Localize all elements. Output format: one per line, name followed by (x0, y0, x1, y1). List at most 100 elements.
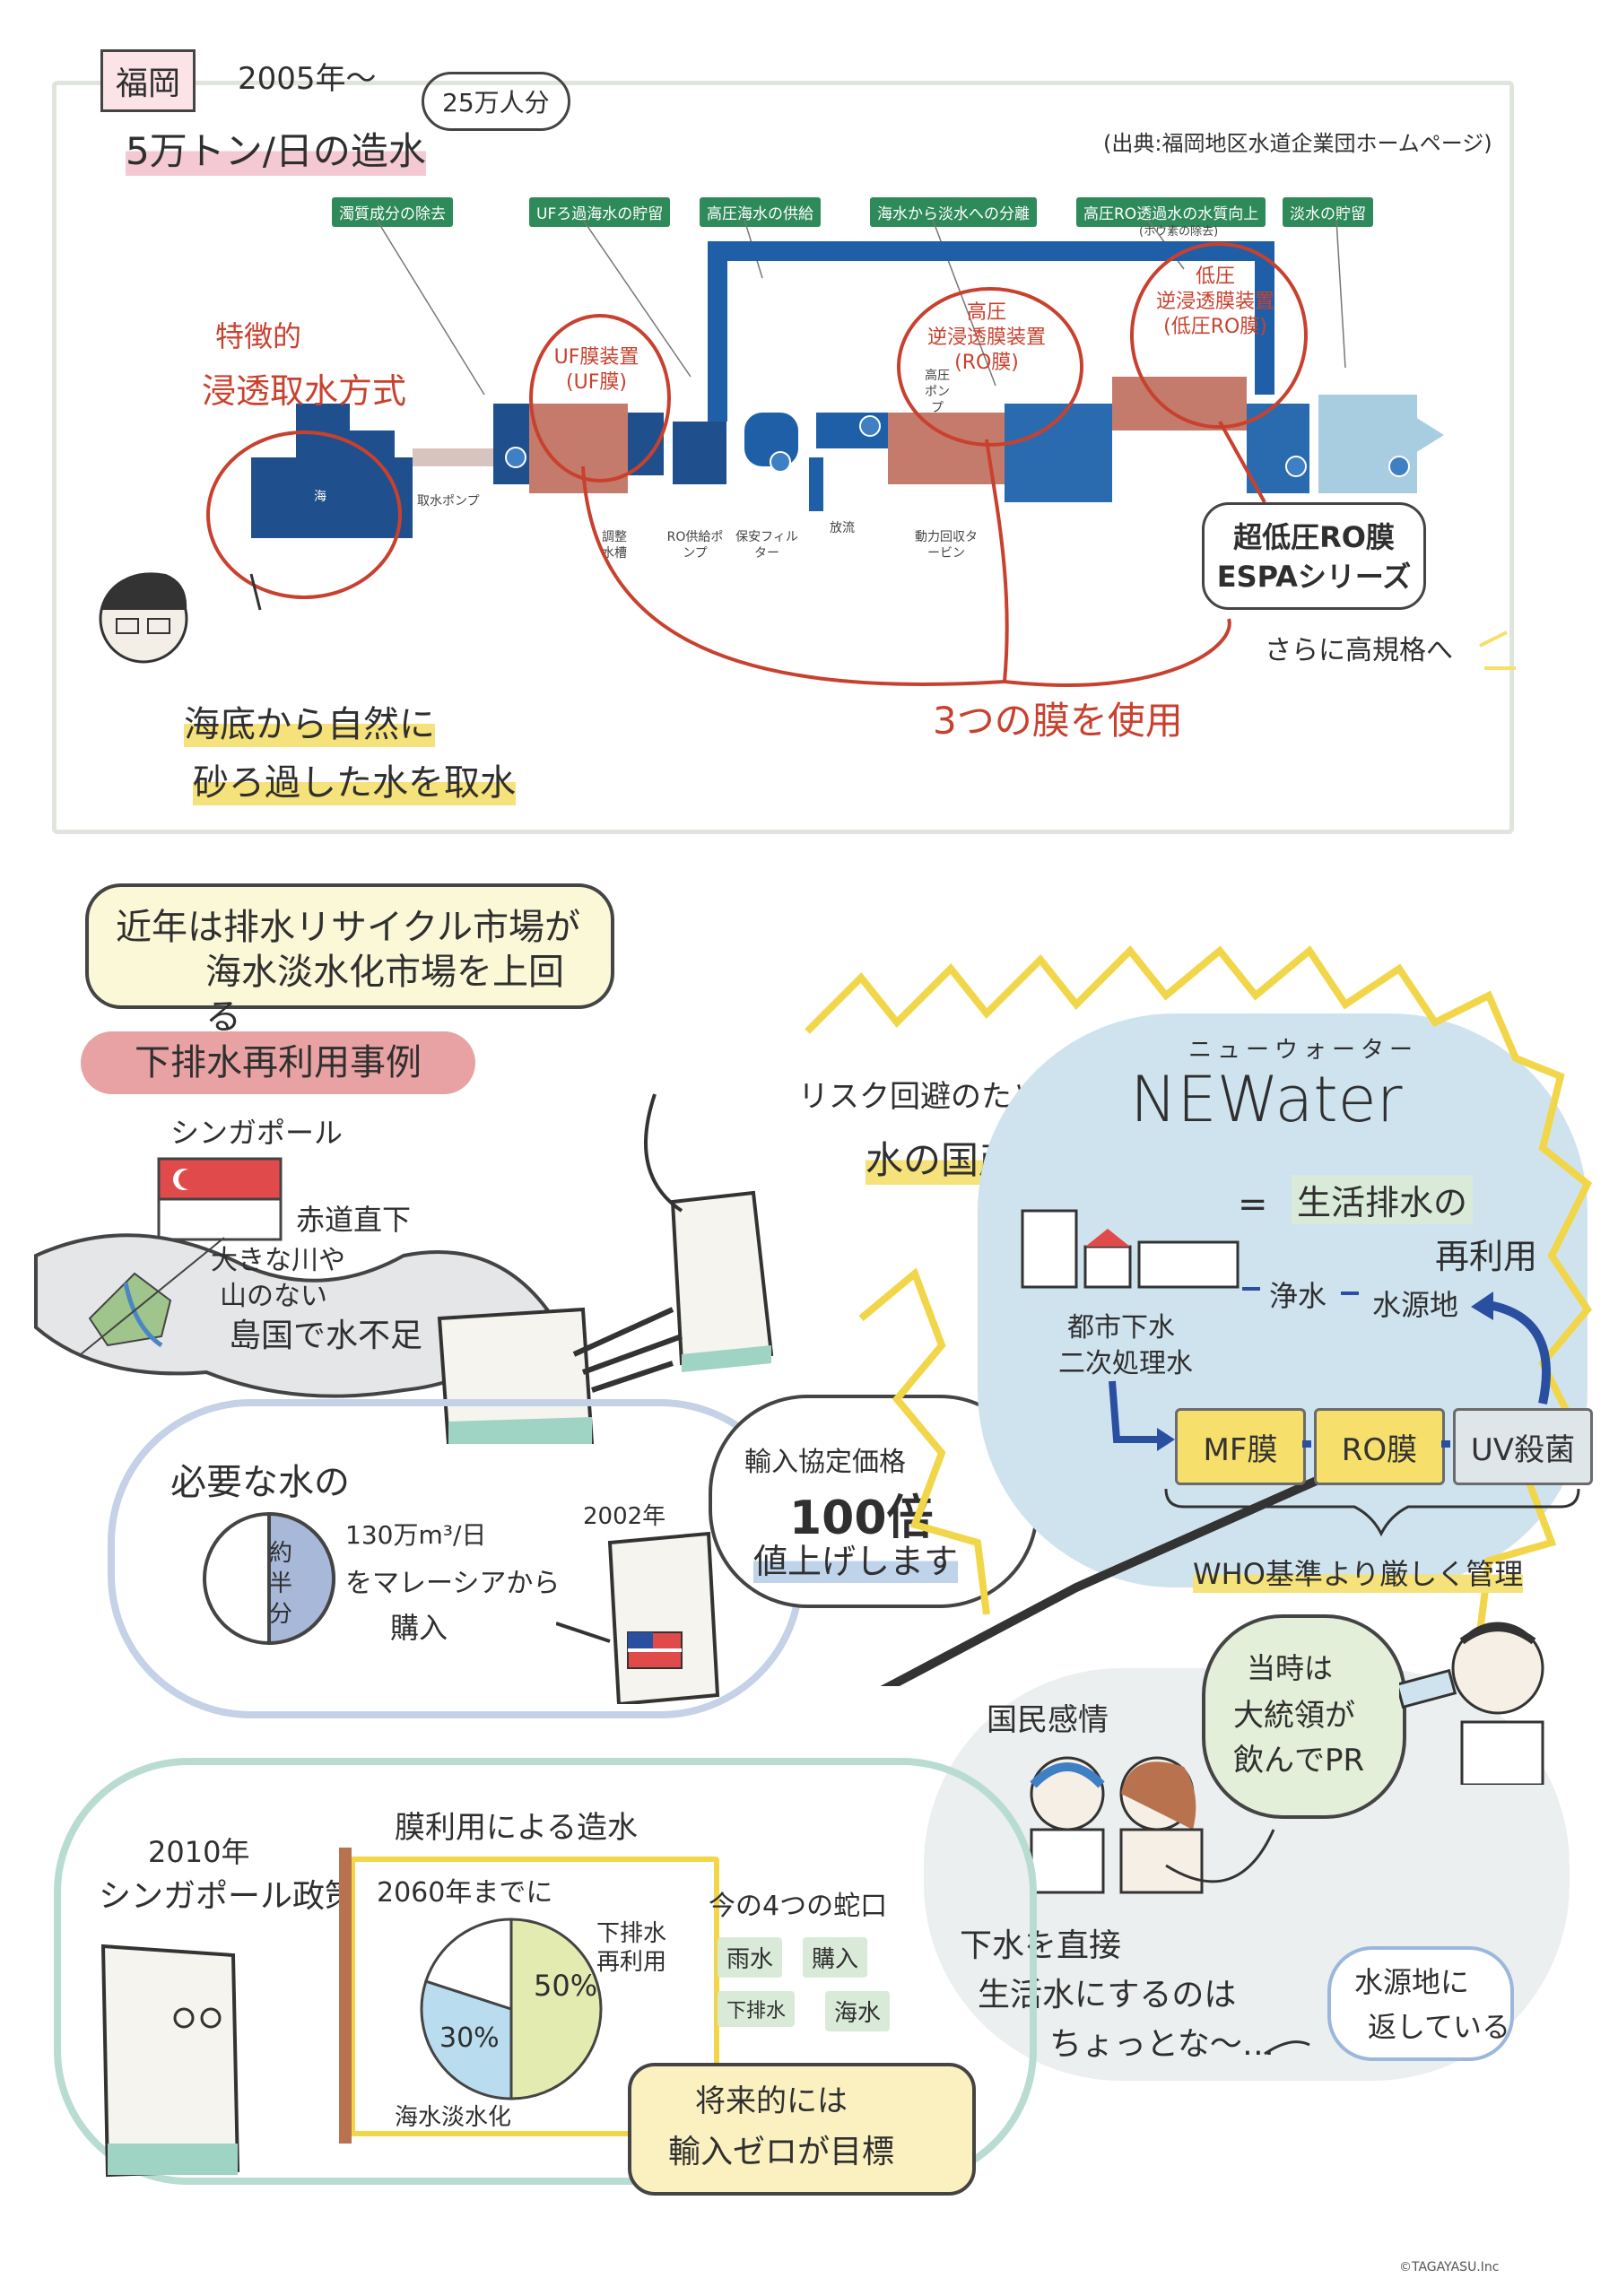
pie-slice-1 (420, 1979, 513, 2100)
source-note: (出典:福岡地区水道企業団ホームページ) (1103, 131, 1492, 156)
need-pie-chart (203, 1511, 335, 1646)
fukuoka-frame (52, 81, 1514, 834)
goal-line-1: 将来的には (695, 2083, 848, 2119)
reuse-line-1: 生活排水の (1292, 1175, 1474, 1224)
city-icon (1021, 1209, 1240, 1289)
ro-high-line: (RO膜) (954, 352, 1019, 374)
amount-label: 130万m³/日 (345, 1520, 487, 1550)
diagram-header: 高圧海水の供給 (700, 197, 821, 227)
pr-line-2: 大統領が (1233, 1698, 1355, 1734)
citizens-illustration (1030, 1756, 1204, 1894)
eq-sign: = (1238, 1184, 1268, 1225)
year-2002-label: 2002年 (583, 1503, 666, 1530)
higher-spec-label: さらに高規格へ (1265, 635, 1453, 666)
seabed-line-2: 砂ろ過した水を取水 (193, 753, 516, 805)
pie-slice-0 (509, 1918, 603, 2100)
espa-bubble: 超低圧RO膜 ESPAシリーズ (1202, 502, 1426, 610)
singapore-flag-icon (157, 1157, 283, 1241)
desc-line-3: 島国で水不足 (229, 1318, 423, 1354)
pie-half-label: 約半分 (269, 1540, 293, 1628)
part-label: 放流 (830, 521, 855, 535)
ro-high-callout (897, 287, 1083, 447)
diagram-header: 淡水の貯留 (1283, 197, 1373, 227)
reuse-line-2: 再利用 (1435, 1237, 1538, 1276)
newater-flow-arrows (1109, 1287, 1580, 1537)
diagram-header: 高圧RO透過水の水質向上 (1076, 197, 1266, 227)
concern-line-1: 下水を直接 (960, 1927, 1122, 1964)
newater-burst (805, 945, 1593, 1686)
returned-line-2: 返している (1368, 2010, 1511, 2044)
pr-cloud (1202, 1614, 1406, 1819)
ro-low-label: 低圧 逆浸透膜装置 (低圧RO膜) (1139, 265, 1292, 340)
ro-high-line: 逆浸透膜装置 (926, 326, 1046, 349)
ro-high-line: 高圧 (966, 301, 1006, 324)
returned-line-1: 水源地に (1354, 1965, 1470, 1999)
concern-line-3: ちょっとな〜… (1049, 2026, 1274, 2063)
part-label: 動力回収タービン (915, 530, 978, 561)
fukuoka-annotations (99, 421, 1516, 687)
price-line-1: 輸入協定価格 (744, 1447, 906, 1478)
copyright: ©TAGAYASU.Inc (1399, 2260, 1500, 2274)
water-source-label: 水源地 (1372, 1288, 1459, 1322)
tap-item: 雨水 (718, 1937, 783, 1978)
goal-line-2: 輸入ゼロが目標 (668, 2134, 895, 2170)
ro-low-line: 低圧 (1195, 265, 1235, 288)
returned-bubble (1327, 1946, 1514, 2061)
uf-label-line: UF膜装置 (553, 346, 639, 369)
newater-title: NEWater (1130, 1063, 1403, 1136)
sewage-line-1: 都市下水 (1067, 1312, 1175, 1344)
who-label: WHO基準より厳しく管理 (1193, 1552, 1524, 1593)
market-bubble: 近年は排水リサイクル市場が 海水淡水化市場を上回る (85, 883, 614, 1038)
uf-callout (529, 314, 671, 483)
policy-name: シンガポール政策 (99, 1878, 358, 1915)
feature-label-1: 特徴的 (215, 319, 302, 353)
part-label: 保安フィルター (735, 530, 798, 561)
espa-line-1: 超低圧RO膜 (1233, 520, 1395, 554)
tap-item: 海水 (825, 1991, 891, 2031)
uf-label-line: (UF膜) (566, 371, 627, 394)
board-pole (339, 1848, 352, 2144)
island-map (34, 1233, 550, 1398)
chart-title: 膜利用による造水 (395, 1810, 638, 1846)
desc-line-2: 山のない (220, 1281, 327, 1312)
ro-low-line: (低圧RO膜) (1163, 316, 1267, 338)
target-label: 2060年までに (377, 1877, 553, 1909)
desc-line-1: 大きな川や (211, 1245, 345, 1276)
newater-katakana: ニューウォーター (1188, 1037, 1419, 1064)
market-bubble-line-1: 近年は排水リサイクル市場が (116, 907, 580, 948)
president-illustration (1399, 1622, 1544, 1785)
price-line-3: 値上げします (753, 1534, 959, 1583)
pie-slice-half (267, 1511, 335, 1646)
goal-burst (628, 2063, 976, 2196)
sentiment-title: 国民感情 (987, 1702, 1109, 1738)
buy-label: 購入 (390, 1611, 448, 1645)
malaysia-character (556, 1531, 720, 1704)
seabed-line-1: 海底から自然に (184, 695, 435, 747)
policy-frame (54, 1758, 1037, 2185)
policy-character (100, 1944, 240, 2178)
market-bubble-line-2: 海水淡水化市場を上回る (205, 952, 564, 1038)
slice-label-50: 50% (534, 1969, 598, 2003)
singapore-character (437, 1093, 774, 1444)
people-badge: 25万人分 (422, 72, 570, 131)
policy-year: 2010年 (148, 1835, 250, 1869)
diagram-header: 海水から淡水への分離 (870, 197, 1037, 227)
pr-line-1: 当時は (1247, 1651, 1334, 1685)
concern-line-2: 生活水にするのは (978, 1977, 1237, 2013)
intake-callout (206, 430, 402, 599)
case-title: 下排水再利用事例 (81, 1031, 475, 1094)
uv-box: UV殺菌 (1453, 1408, 1593, 1485)
pure-water-label: 浄水 (1269, 1279, 1327, 1313)
ro-low-line: 逆浸透膜装置 (1155, 291, 1274, 313)
singapore-label: シンガポール (170, 1116, 344, 1150)
desal-slice-label: 海水淡水化 (395, 2104, 512, 2131)
from-label: をマレーシアから (345, 1568, 561, 1599)
sewage-line-2: 二次処理水 (1058, 1348, 1193, 1379)
ro-low-callout (1130, 242, 1308, 429)
intake-pump-label: 取水ポンプ (417, 494, 480, 509)
equator-label: 赤道直下 (296, 1203, 412, 1237)
diagram-header: UFろ過海水の貯留 (529, 197, 671, 227)
pie-slice-2 (424, 1918, 513, 2012)
need-label: 必要な水の (170, 1462, 350, 1503)
